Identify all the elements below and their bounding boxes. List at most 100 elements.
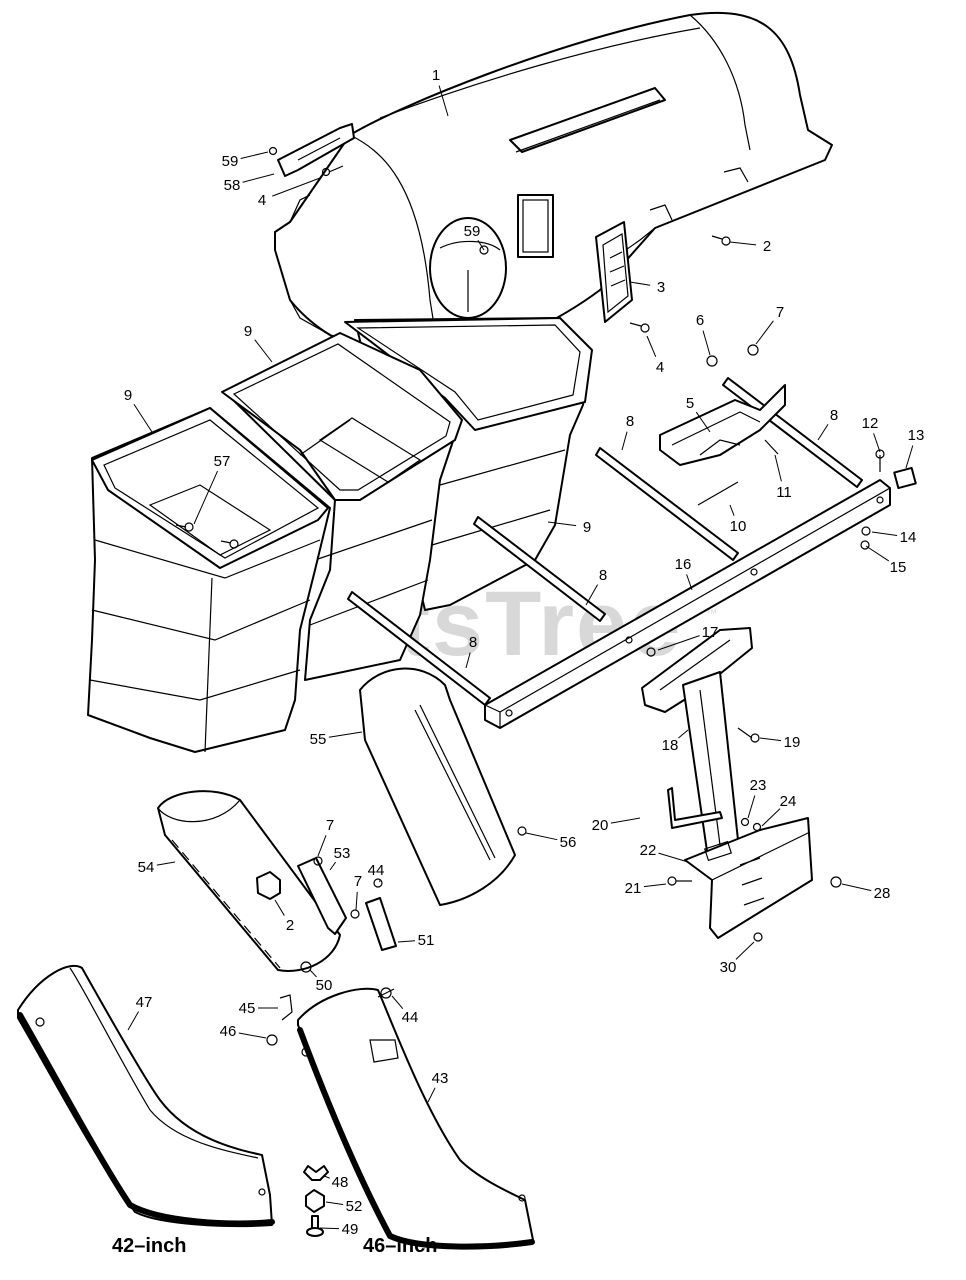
leader-c59b	[477, 240, 485, 251]
callout-c7c: 7	[354, 873, 362, 890]
callout-c28: 28	[874, 885, 891, 902]
chute-46-inch-part	[297, 987, 535, 1250]
callout-c13: 13	[908, 427, 925, 444]
leader-c5	[695, 411, 711, 433]
hood-cover-part	[274, 11, 833, 365]
leader-c51	[397, 940, 416, 943]
leader-c17	[657, 635, 700, 651]
leader-c46	[238, 1032, 267, 1039]
callout-c50: 50	[316, 977, 333, 994]
frame-bar-part	[484, 479, 891, 729]
callout-c3: 3	[657, 279, 665, 296]
leader-c15	[865, 545, 890, 562]
leader-c11	[774, 454, 782, 482]
hitch-post-part	[641, 627, 760, 859]
callout-c4a: 4	[258, 192, 266, 209]
callout-c54: 54	[138, 859, 155, 876]
center-bracket-part	[659, 384, 786, 506]
leader-c52	[325, 1201, 344, 1205]
leader-c19	[759, 737, 782, 742]
callout-c23: 23	[750, 777, 767, 794]
leader-c3	[629, 281, 651, 286]
end-hardware-part	[860, 449, 917, 550]
leader-c8a	[621, 431, 628, 451]
callout-c11: 11	[776, 484, 792, 501]
callout-c8a: 8	[626, 413, 634, 430]
leader-c23	[747, 795, 756, 819]
callout-c18: 18	[662, 737, 679, 754]
callout-c16: 16	[675, 556, 692, 573]
callout-c47: 47	[136, 994, 153, 1011]
knob-hardware-part	[303, 1165, 329, 1237]
callout-c46: 46	[220, 1023, 237, 1040]
callout-c58: 58	[224, 177, 241, 194]
callout-c44a: 44	[368, 862, 385, 879]
leader-c4b	[646, 335, 657, 358]
callout-c14: 14	[900, 529, 917, 546]
callout-c8c: 8	[599, 567, 607, 584]
callout-c15: 15	[890, 559, 907, 576]
leader-c12	[873, 433, 881, 453]
callout-c24: 24	[780, 793, 797, 810]
callout-c8b: 8	[830, 407, 838, 424]
callout-c21: 21	[625, 880, 642, 897]
callout-c44b: 44	[402, 1009, 419, 1026]
callout-c12: 12	[862, 415, 879, 432]
callout-c57: 57	[214, 453, 231, 470]
leader-c13	[905, 445, 914, 469]
callout-c8d: 8	[469, 634, 477, 651]
hood-hardware	[479, 235, 759, 367]
callout-c48: 48	[332, 1174, 349, 1191]
leader-c58	[242, 173, 275, 183]
gauge-plate-part	[595, 221, 633, 323]
leader-c2a	[729, 241, 757, 246]
leader-c1	[438, 85, 449, 117]
leader-c43	[427, 1087, 436, 1103]
caption-42-inch: 42–inch	[112, 1235, 186, 1257]
leader-c16	[686, 574, 693, 591]
leader-c8b	[817, 423, 829, 441]
leader-c53	[329, 861, 337, 871]
leader-lines	[127, 85, 914, 1230]
bag-fasteners-part	[175, 522, 239, 549]
callout-c59a: 59	[222, 153, 239, 170]
callout-c55: 55	[310, 731, 327, 748]
chute-hardware-part	[266, 987, 395, 1046]
leader-c48	[323, 1175, 330, 1179]
callout-c9b: 9	[244, 323, 252, 340]
chute-42-inch-part	[17, 964, 275, 1228]
leader-c21	[643, 883, 667, 888]
leader-c7c	[355, 891, 358, 911]
callout-c56: 56	[560, 834, 577, 851]
leader-c10	[729, 504, 735, 516]
callout-c20: 20	[592, 817, 609, 834]
leader-c28	[841, 883, 872, 892]
bag-middle-part	[221, 332, 463, 681]
callout-c1: 1	[432, 67, 440, 84]
leader-c18	[678, 729, 689, 739]
callout-c4b: 4	[656, 359, 664, 376]
callout-c9c: 9	[583, 519, 591, 536]
leader-c50	[309, 969, 317, 978]
callout-c49: 49	[342, 1221, 359, 1238]
handle-bracket-part	[268, 123, 355, 177]
leader-c9c	[547, 521, 577, 527]
callout-c51: 51	[418, 932, 435, 949]
leader-c30	[735, 941, 755, 960]
leader-c55	[328, 731, 363, 738]
callout-c10: 10	[730, 518, 747, 535]
leader-c9a	[133, 403, 153, 433]
hitch-pin-part	[667, 787, 723, 829]
leader-c8c	[585, 584, 599, 606]
callout-c2a: 2	[763, 238, 771, 255]
leader-c44b	[391, 995, 404, 1009]
small-brackets-part	[297, 856, 397, 951]
leader-c44a	[379, 880, 381, 883]
hitch-plate-part	[667, 817, 842, 942]
leader-c2b	[274, 899, 285, 916]
callout-c17: 17	[702, 624, 719, 641]
leader-c56	[525, 832, 558, 841]
